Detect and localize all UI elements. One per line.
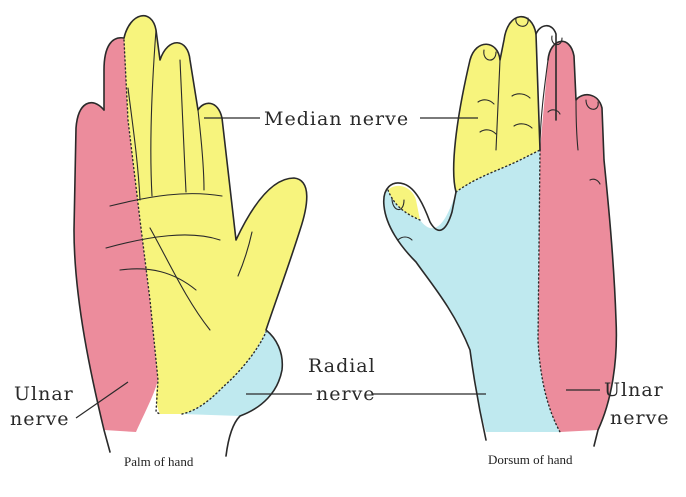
dorsum-caption: Dorsum of hand <box>488 452 573 467</box>
palm-hand <box>74 16 307 456</box>
median-nerve-label: Median nerve <box>264 108 409 130</box>
radial-nerve-label-line2: nerve <box>316 383 376 405</box>
ulnar-nerve-left-label-line1: Ulnar <box>14 383 74 405</box>
ulnar-nerve-right-label-line2: nerve <box>610 407 670 429</box>
dorsum-ulnar-region <box>538 41 616 432</box>
dorsum-hand <box>384 17 617 446</box>
palm-caption: Palm of hand <box>124 454 194 469</box>
ulnar-nerve-left-label-line2: nerve <box>10 408 70 430</box>
label-median: Median nerve <box>204 108 478 130</box>
ulnar-nerve-right-label-line1: Ulnar <box>604 379 664 401</box>
radial-nerve-label-line1: Radial <box>308 355 376 377</box>
